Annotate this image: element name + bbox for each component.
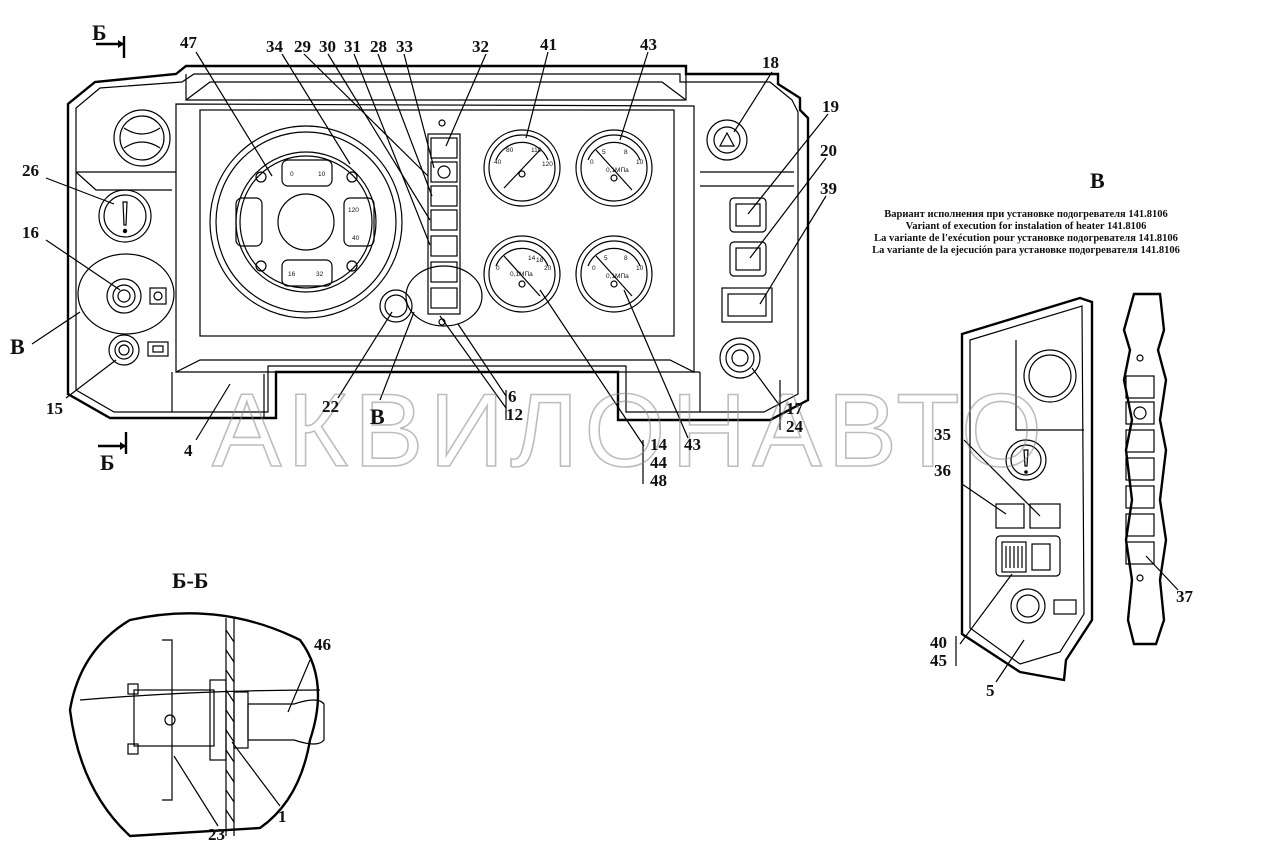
gauge-43-bottom: 0 5 8 10 0,1МПа xyxy=(575,235,653,313)
svg-text:5: 5 xyxy=(604,255,608,262)
label-18: 18 xyxy=(762,53,779,72)
svg-text:40: 40 xyxy=(494,159,502,166)
combination-gauge-47: 0 10 120 40 16 32 xyxy=(209,125,403,319)
view-v-lamp-strip xyxy=(1122,292,1168,646)
label-47: 47 xyxy=(180,33,198,52)
label-22: 22 xyxy=(322,397,339,416)
svg-text:10: 10 xyxy=(636,265,644,272)
svg-text:120: 120 xyxy=(542,161,553,168)
svg-text:10: 10 xyxy=(318,171,326,178)
section-bb-title: Б-Б xyxy=(172,568,208,593)
section-mark-top: Б xyxy=(92,20,107,45)
label-4: 4 xyxy=(184,441,193,460)
svg-text:0: 0 xyxy=(592,265,596,272)
svg-text:8: 8 xyxy=(624,149,628,156)
label-20: 20 xyxy=(820,141,837,160)
label-36: 36 xyxy=(934,461,951,480)
label-37: 37 xyxy=(1176,587,1194,606)
label-30: 30 xyxy=(319,37,336,56)
label-24: 24 xyxy=(786,417,804,436)
svg-text:0,1МПа: 0,1МПа xyxy=(606,273,629,280)
svg-text:120: 120 xyxy=(348,207,359,214)
warning-lamp-26 xyxy=(98,189,152,243)
view-marker-center: В xyxy=(370,404,385,429)
label-48: 48 xyxy=(650,471,667,490)
label-17: 17 xyxy=(786,399,804,418)
gauge-41: 40 80 110 120 xyxy=(483,129,561,207)
svg-text:0: 0 xyxy=(290,171,294,178)
label-29: 29 xyxy=(294,37,311,56)
gauge-44: 0 14 18 20 0,1МПа xyxy=(483,235,561,313)
label-15: 15 xyxy=(46,399,63,418)
section-mark-bottom: Б xyxy=(100,450,115,475)
section-arrows xyxy=(96,36,128,454)
label-39: 39 xyxy=(820,179,837,198)
label-34: 34 xyxy=(266,37,284,56)
label-19: 19 xyxy=(822,97,839,116)
gauge-43-top: 0 5 8 10 0,1МПа xyxy=(575,129,653,207)
svg-text:20: 20 xyxy=(544,265,552,272)
svg-text:0: 0 xyxy=(590,159,594,166)
watermark: АКВИЛОНАВТО xyxy=(212,373,1048,489)
callout-circle-lamps xyxy=(405,265,483,327)
label-43-bottom: 43 xyxy=(684,435,701,454)
label-26: 26 xyxy=(22,161,39,180)
label-35: 35 xyxy=(934,425,951,444)
label-45: 45 xyxy=(930,651,947,670)
callout-circle-v xyxy=(77,253,175,335)
svg-text:40: 40 xyxy=(352,235,360,242)
svg-text:0,1МПа: 0,1МПа xyxy=(606,167,629,174)
view-v-title: В xyxy=(1090,168,1105,193)
label-6: 6 xyxy=(508,387,517,406)
dashboard-housing xyxy=(66,64,810,422)
svg-text:110: 110 xyxy=(531,147,542,154)
label-46: 46 xyxy=(314,635,331,654)
label-44: 44 xyxy=(650,453,668,472)
label-23: 23 xyxy=(208,825,225,844)
svg-text:18: 18 xyxy=(536,257,544,264)
view-v-panel xyxy=(960,296,1094,682)
section-bb-drawing xyxy=(68,612,325,838)
view-v-note-en: Variant of execution for instalation of … xyxy=(906,221,1147,232)
label-40: 40 xyxy=(930,633,947,652)
label-33: 33 xyxy=(396,37,413,56)
svg-text:10: 10 xyxy=(636,159,644,166)
label-1: 1 xyxy=(278,807,287,826)
leader-lines xyxy=(31,51,829,484)
label-41: 41 xyxy=(540,35,557,54)
label-14: 14 xyxy=(650,435,668,454)
label-16: 16 xyxy=(22,223,39,242)
svg-text:0,1МПа: 0,1МПа xyxy=(510,271,533,278)
air-vent-left xyxy=(113,109,171,167)
svg-text:32: 32 xyxy=(316,271,324,278)
svg-text:8: 8 xyxy=(624,255,628,262)
view-v-note-fr: La variante de l'exécution pour установк… xyxy=(874,233,1178,244)
view-v-note-es: La variante de la ejecución para установ… xyxy=(872,245,1180,256)
button-22 xyxy=(379,289,413,323)
hazard-button xyxy=(706,119,748,161)
label-12: 12 xyxy=(506,405,523,424)
view-v-note-ru: Вариант исполнения при установке подогре… xyxy=(884,209,1167,220)
switches-right xyxy=(719,197,773,379)
svg-text:5: 5 xyxy=(602,149,606,156)
battery-switch-15 xyxy=(108,334,169,366)
heater-switch-16 xyxy=(106,278,167,314)
warning-lamp-strip xyxy=(427,119,461,326)
svg-text:0: 0 xyxy=(496,265,500,272)
svg-text:14: 14 xyxy=(528,255,536,262)
label-31: 31 xyxy=(344,37,361,56)
label-28: 28 xyxy=(370,37,387,56)
svg-text:16: 16 xyxy=(288,271,296,278)
label-32: 32 xyxy=(472,37,489,56)
view-v-leaders xyxy=(955,439,1179,683)
svg-text:80: 80 xyxy=(506,147,514,154)
view-marker-left: В xyxy=(10,334,25,359)
label-43-top: 43 xyxy=(640,35,657,54)
label-5: 5 xyxy=(986,681,995,700)
